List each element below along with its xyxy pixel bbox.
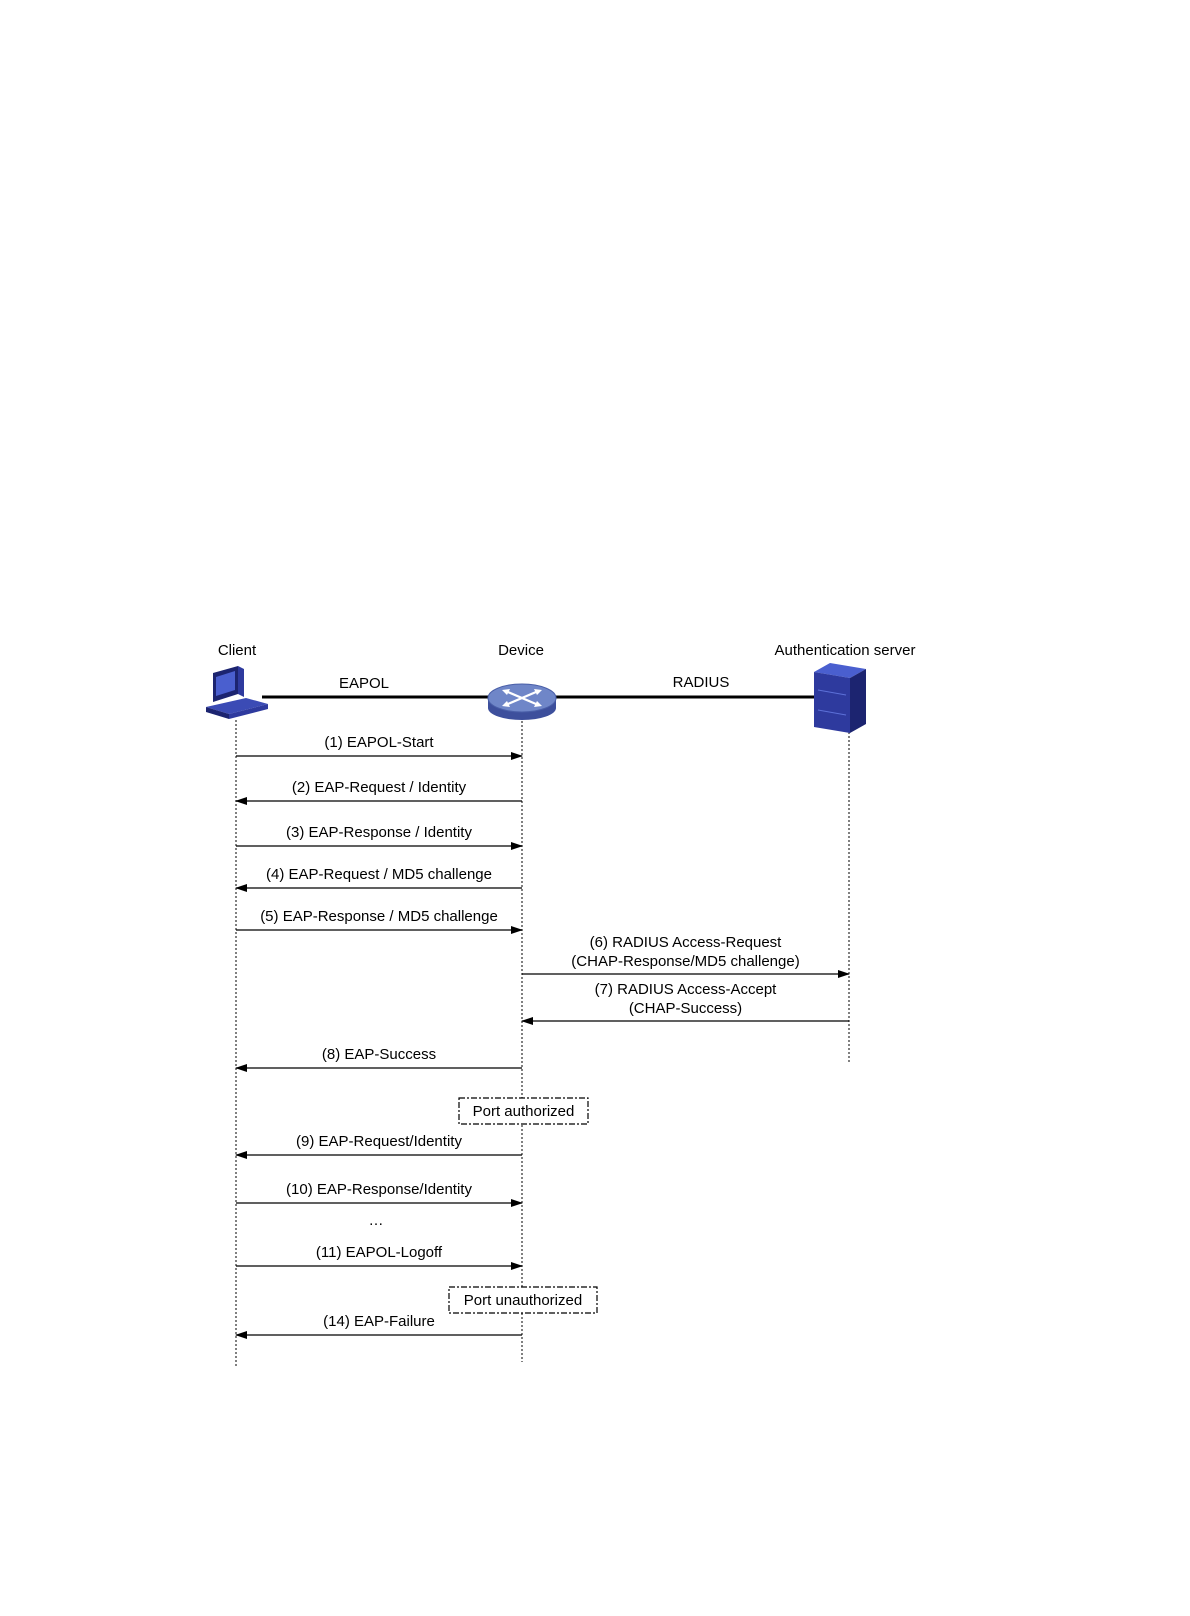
radius-link-label: RADIUS <box>673 674 730 691</box>
message-label-8: (8) EAP-Success <box>322 1046 436 1063</box>
message-sublabel-6: (CHAP-Response/MD5 challenge) <box>571 953 799 970</box>
port-unauthorized-label: Port unauthorized <box>464 1292 582 1309</box>
server-icon <box>814 663 866 733</box>
message-label-7: (7) RADIUS Access-Accept <box>595 981 778 998</box>
message-label-12: (14) EAP-Failure <box>323 1313 435 1330</box>
ellipsis: … <box>369 1212 384 1229</box>
participant-server-label: Authentication server <box>775 642 916 659</box>
port-authorized-label: Port authorized <box>473 1103 575 1120</box>
message-label-11: (11) EAPOL-Logoff <box>316 1244 443 1261</box>
message-label-4: (4) EAP-Request / MD5 challenge <box>266 866 492 883</box>
message-list: (1) EAPOL-Start (2) EAP-Request / Identit… <box>235 734 850 1339</box>
message-label-1: (1) EAPOL-Start <box>324 734 434 751</box>
message-label-2: (2) EAP-Request / Identity <box>292 779 467 796</box>
eapol-link-label: EAPOL <box>339 675 389 692</box>
participant-client-label: Client <box>218 642 257 659</box>
router-icon <box>487 683 557 720</box>
port-authorized-box: Port authorized <box>458 1097 589 1125</box>
participant-device-label: Device <box>498 642 544 659</box>
port-unauthorized-box: Port unauthorized <box>448 1286 598 1314</box>
message-label-6: (6) RADIUS Access-Request <box>590 934 783 951</box>
message-label-3: (3) EAP-Response / Identity <box>286 824 472 841</box>
message-label-9: (9) EAP-Request/Identity <box>296 1133 462 1150</box>
message-sublabel-7: (CHAP-Success) <box>629 1000 742 1017</box>
computer-icon <box>206 666 268 719</box>
message-label-5: (5) EAP-Response / MD5 challenge <box>260 908 498 925</box>
message-label-10: (10) EAP-Response/Identity <box>286 1181 472 1198</box>
